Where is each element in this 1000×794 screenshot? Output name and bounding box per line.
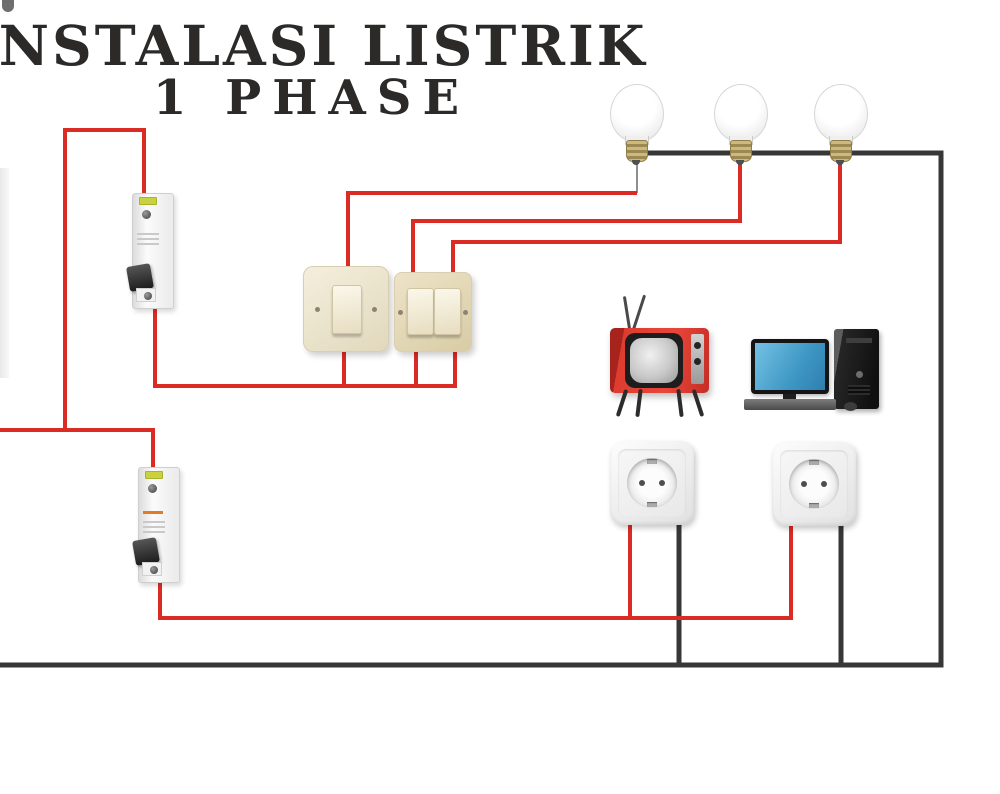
television-icon — [604, 293, 716, 425]
breaker-brand-stripe — [143, 511, 163, 514]
breaker-label — [143, 521, 165, 533]
bulb-cap — [730, 140, 752, 162]
breaker-screw-top — [148, 484, 157, 493]
switch-screw-left — [315, 307, 320, 312]
tv-knob-2 — [694, 358, 701, 365]
phase-wire-lamp-1 — [346, 191, 637, 268]
outlet-pin-hole-right — [659, 480, 665, 486]
tv-leg — [615, 389, 629, 417]
light-bulb-2-icon — [712, 84, 768, 168]
outlet-ground-clip-top — [647, 459, 657, 464]
page-subtitle: 1 PHASE — [153, 70, 471, 126]
phase-wire-outlet-bus — [158, 524, 793, 620]
phase-wire-mcb2-feed — [0, 428, 155, 470]
page-title: INSTALASI LISTRIK — [0, 13, 648, 78]
circuit-breaker-1-icon — [126, 193, 177, 309]
power-outlet-1-icon — [610, 441, 694, 525]
switch-screw-left — [398, 310, 403, 315]
bulb-tip — [736, 160, 744, 165]
single-switch-icon — [303, 266, 389, 352]
pc-mouse — [844, 402, 857, 411]
switch-rocker-left — [407, 288, 434, 335]
pc-tower — [834, 329, 879, 409]
light-bulb-1-icon — [608, 84, 664, 168]
outlet-ground-clip-bottom — [809, 503, 819, 508]
outlet-recess — [789, 459, 839, 509]
tv-body — [610, 328, 709, 393]
circuit-breaker-2-icon — [132, 467, 183, 583]
pc-monitor — [751, 339, 829, 394]
breaker-screw-bottom — [150, 566, 158, 574]
outlet-recess — [627, 458, 677, 508]
bulb-tip — [632, 160, 640, 165]
bulb-glass — [814, 84, 868, 142]
bulb-glass — [714, 84, 768, 142]
outlet-pin-hole-left — [801, 481, 807, 487]
power-outlet-2-icon — [772, 442, 856, 526]
pc-screen — [755, 343, 825, 390]
switch-screw-right — [463, 310, 468, 315]
bulb-glass — [610, 84, 664, 142]
tv-knob-1 — [694, 342, 701, 349]
switch-screw-right — [372, 307, 377, 312]
phase-wire-switch-bus — [153, 305, 457, 388]
breaker-indicator — [139, 197, 157, 205]
outlet-ground-clip-top — [809, 460, 819, 465]
tv-leg — [691, 389, 705, 417]
pc-keyboard — [744, 399, 836, 410]
outlet-ground-clip-bottom — [647, 502, 657, 507]
tv-bezel — [625, 333, 683, 388]
phase-wire-mcb1-feed — [63, 128, 146, 432]
tv-leg — [676, 388, 684, 418]
bulb-cap — [626, 140, 648, 162]
breaker-label — [137, 233, 159, 245]
outlet-pin-hole-left — [639, 480, 645, 486]
neutral-wire-main — [0, 150, 944, 668]
breaker-screw-top — [142, 210, 151, 219]
cropped-text-artifact — [2, 0, 14, 12]
tv-control-panel — [691, 334, 704, 384]
switch-rocker — [332, 285, 362, 334]
breaker-indicator — [145, 471, 163, 479]
tv-leg — [635, 388, 643, 418]
breaker-screw-bottom — [144, 292, 152, 300]
desktop-computer-icon — [744, 326, 889, 422]
light-bulb-3-icon — [812, 84, 868, 168]
outlet-pin-hole-right — [821, 481, 827, 487]
pc-vent — [848, 385, 870, 395]
bulb-cap — [830, 140, 852, 162]
switch-rocker-right — [434, 288, 461, 335]
phase-wire-lamp-3 — [451, 158, 842, 274]
pc-power-button — [856, 371, 863, 378]
cropped-object-artifact — [0, 168, 9, 378]
bulb-tip — [836, 160, 844, 165]
phase-wire-lamp-2 — [411, 158, 742, 274]
pc-optical-drive — [846, 338, 872, 343]
tv-screen — [630, 338, 678, 383]
double-switch-icon — [394, 272, 472, 352]
